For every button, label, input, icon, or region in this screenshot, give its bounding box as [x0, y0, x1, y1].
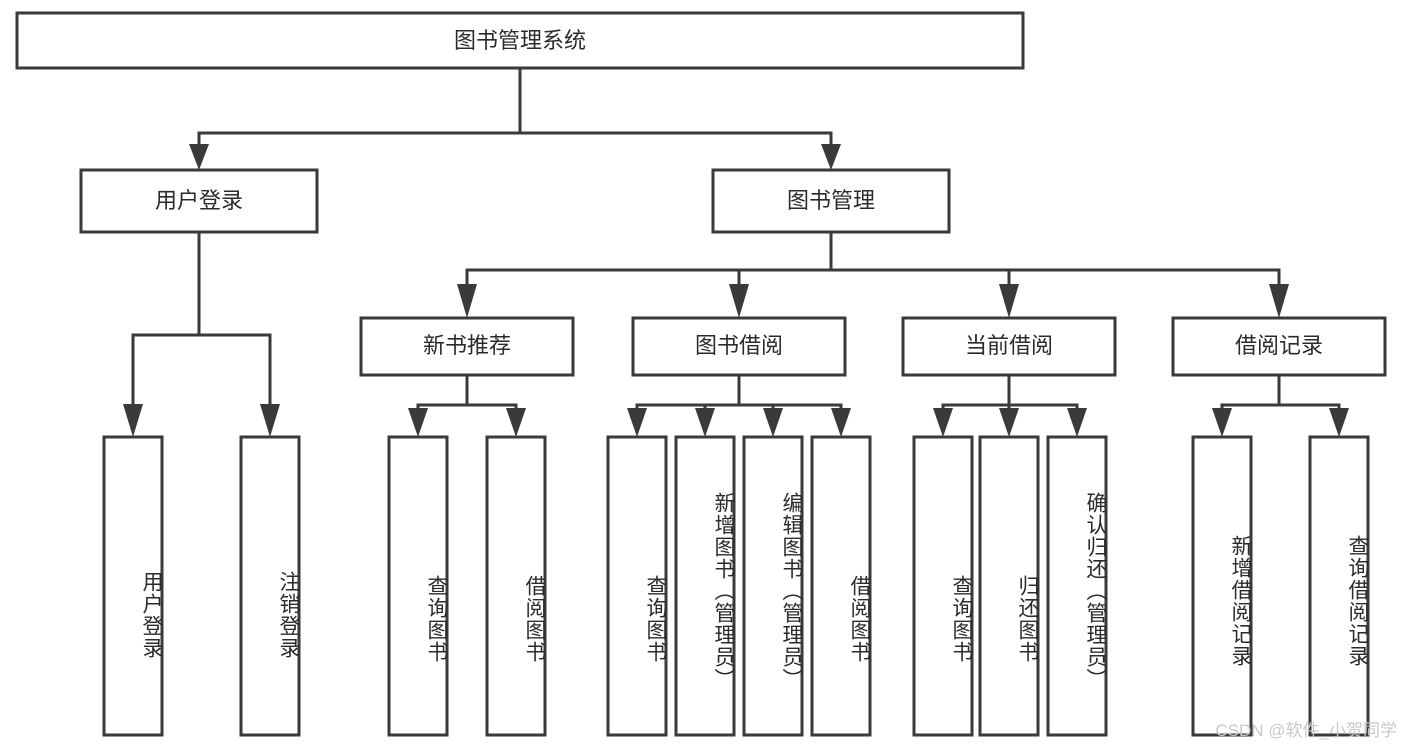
arrow-head-currentborrow: [999, 284, 1019, 318]
arrow-head-bookborrow-leaf-4: [831, 408, 851, 437]
node-borrow-record-box[interactable]: [1171, 316, 1387, 377]
connector-root-to-level2: [189, 66, 841, 170]
node-new-book-recommend[interactable]: 新书推荐: [359, 316, 575, 377]
node-current-borrow-box[interactable]: [901, 316, 1117, 377]
leaf-box-logout[interactable]: [239, 435, 301, 737]
node-current-borrow[interactable]: 当前借阅: [901, 316, 1117, 377]
arrow-head-borrowrecord: [1269, 284, 1289, 318]
leaf-box-currentborrow-return[interactable]: [978, 435, 1040, 737]
leaf-box-record-add[interactable]: [1191, 435, 1253, 737]
leaf-boxes-book-borrow: [606, 435, 872, 737]
arrow-head-bookborrow-leaf-3: [763, 408, 783, 437]
node-user-login-label: 用户登录: [155, 188, 243, 213]
node-current-borrow-label: 当前借阅: [965, 333, 1053, 358]
connector-bookborrow-to-leaves: [627, 373, 851, 437]
connector-userlogin-to-leaves: [123, 230, 280, 437]
leaf-boxes-new-book-recommend: [387, 435, 547, 737]
node-new-book-recommend-label: 新书推荐: [423, 333, 511, 358]
node-book-manage-box[interactable]: [711, 168, 951, 234]
watermark: CSDN @软件_小贺同学: [1215, 721, 1397, 740]
arrow-head-leaf-user-login: [123, 404, 143, 437]
node-root-label: 图书管理系统: [454, 28, 586, 53]
leaf-boxes-borrow-record: [1191, 435, 1370, 737]
node-book-borrow-box[interactable]: [631, 316, 847, 377]
node-book-manage-label: 图书管理: [787, 188, 875, 213]
connector-borrowrecord-to-leaves: [1212, 373, 1349, 437]
connector-currentborrow-to-leaves: [933, 373, 1087, 437]
arrow-head-currentborrow-leaf-3: [1067, 408, 1087, 437]
leaf-box-newbook-borrow[interactable]: [485, 435, 547, 737]
arrow-head-bookborrow-leaf-2: [695, 408, 715, 437]
arrow-head-borrowrecord-leaf-1: [1212, 408, 1232, 437]
leaf-box-currentborrow-confirm[interactable]: [1046, 435, 1108, 737]
node-book-borrow[interactable]: 图书借阅: [631, 316, 847, 377]
leaf-box-record-query[interactable]: [1308, 435, 1370, 737]
arrow-head-leaf-logout: [260, 404, 280, 437]
leaf-box-bookborrow-query[interactable]: [606, 435, 668, 737]
leaf-boxes-user-login: [102, 435, 301, 737]
arrow-head-user-login: [189, 144, 209, 170]
arrow-head-currentborrow-leaf-2: [999, 408, 1019, 437]
node-new-book-recommend-box[interactable]: [359, 316, 575, 377]
node-root-box[interactable]: [15, 11, 1025, 70]
node-borrow-record[interactable]: 借阅记录: [1171, 316, 1387, 377]
arrow-head-newbook-leaf-2: [506, 408, 526, 437]
leaf-box-bookborrow-borrow[interactable]: [810, 435, 872, 737]
leaf-box-newbook-query[interactable]: [387, 435, 449, 737]
arrow-head-bookborrow: [729, 284, 749, 318]
leaf-box-bookborrow-edit[interactable]: [742, 435, 804, 737]
arrow-head-newbook: [457, 284, 477, 318]
arrow-head-book-manage: [821, 144, 841, 170]
leaf-box-bookborrow-add[interactable]: [674, 435, 736, 737]
arrow-head-newbook-leaf-1: [408, 408, 428, 437]
leaf-box-currentborrow-query[interactable]: [912, 435, 974, 737]
node-user-login[interactable]: 用户登录: [79, 168, 319, 234]
connector-bookmanage-to-level3: [457, 230, 1289, 318]
leaf-boxes-current-borrow: [912, 435, 1108, 737]
arrow-head-borrowrecord-leaf-2: [1329, 408, 1349, 437]
node-root[interactable]: 图书管理系统: [15, 11, 1025, 70]
arrow-head-currentborrow-leaf-1: [933, 408, 953, 437]
connector-newbook-to-leaves: [408, 373, 526, 437]
node-book-manage[interactable]: 图书管理: [711, 168, 951, 234]
arrow-head-bookborrow-leaf-1: [627, 408, 647, 437]
node-borrow-record-label: 借阅记录: [1235, 333, 1323, 358]
node-book-borrow-label: 图书借阅: [695, 333, 783, 358]
node-user-login-box[interactable]: [79, 168, 319, 234]
leaf-box-user-login[interactable]: [102, 435, 164, 737]
